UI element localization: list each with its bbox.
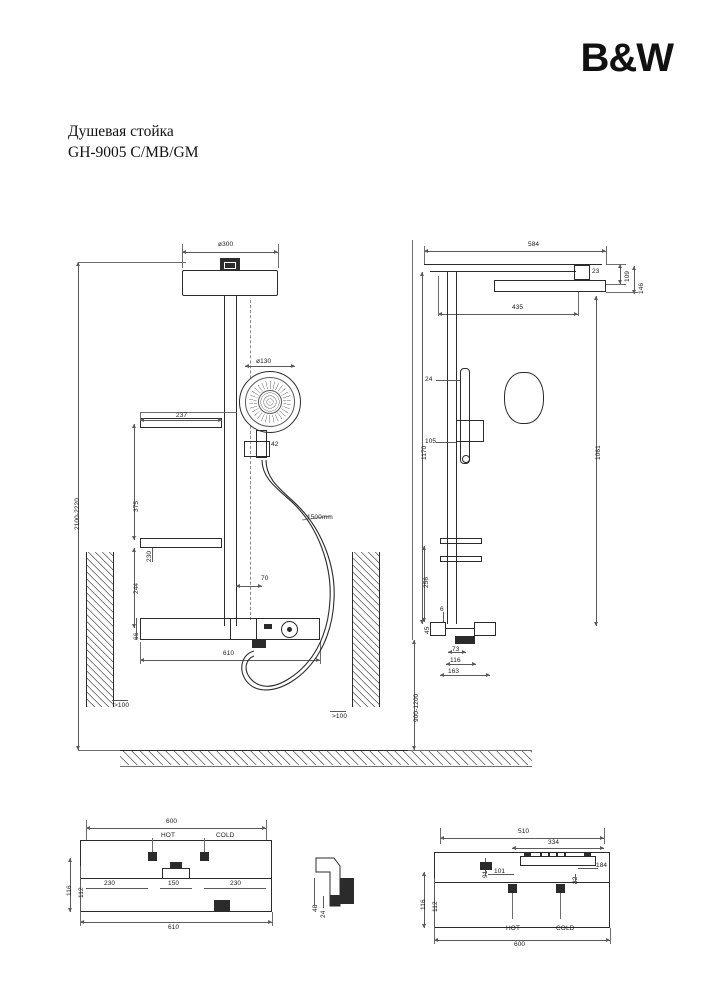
dim-plan-112: 112 <box>78 887 85 898</box>
dim-sec-334: 334 <box>548 839 560 846</box>
label-hot-section: HOT <box>506 925 521 932</box>
valve-body-side-2 <box>474 622 496 636</box>
spout-side <box>455 636 475 644</box>
hand-shower-jet-ring <box>249 381 291 423</box>
wall-hatch-left <box>86 552 114 707</box>
dim-riser-1170: 1170 <box>421 445 428 460</box>
valve-plan-center-port <box>170 862 182 868</box>
valve-divider-1 <box>230 618 231 640</box>
spout-body <box>252 640 266 648</box>
dim-sec-112: 112 <box>432 901 439 912</box>
valve-divider-2 <box>256 618 257 640</box>
dim-sec-101: 101 <box>494 868 506 875</box>
upper-shelf <box>140 418 222 428</box>
diverter-button <box>264 624 272 629</box>
dim-plan-230-right: 230 <box>230 880 242 887</box>
valve-plan-outlet <box>214 900 230 911</box>
dim-bracket-24: 24 <box>425 376 433 383</box>
dim-spout-116: 116 <box>450 657 461 664</box>
hand-shower-side <box>460 368 470 464</box>
dim-plan-116: 116 <box>66 885 73 896</box>
dim-sec-600: 600 <box>514 941 526 948</box>
upper-shelf-side <box>440 538 482 544</box>
valve-section-tick-2 <box>548 852 550 857</box>
label-hot: HOT <box>161 832 176 839</box>
overhead-head-side <box>494 280 606 292</box>
dim-shelf-244: 244 <box>133 582 140 594</box>
dim-floor-900-1200: 900-1200 <box>413 693 420 722</box>
dim-shelf-256: 256 <box>423 576 430 588</box>
dim-handshower-diameter: ø130 <box>256 358 272 365</box>
dim-shelf-upper-width: 237 <box>176 412 188 419</box>
dim-valve-6: 6 <box>440 606 444 613</box>
hand-shower-bracket-side <box>456 420 484 442</box>
dim-bar-610: 610 <box>223 650 235 657</box>
dim-spout-73: 73 <box>452 646 460 653</box>
hand-shower-inner-ring <box>245 377 295 427</box>
valve-section-knob-r <box>584 852 591 857</box>
valve-section-tick-4 <box>564 852 566 857</box>
dim-right-clearance: >100 <box>332 713 348 720</box>
cold-inlet-port <box>200 852 209 861</box>
hand-shower-head-side <box>504 372 544 424</box>
title-line-1: Душевая стойка <box>68 123 174 140</box>
wall-hatch-right <box>352 552 380 707</box>
dim-arm-584: 584 <box>528 241 540 248</box>
valve-section-outlet <box>480 862 492 870</box>
dim-shelf-375: 375 <box>133 500 140 512</box>
lower-shelf <box>140 538 222 548</box>
dim-plan-150: 150 <box>168 880 180 887</box>
dim-spout-24: 24 <box>320 910 327 918</box>
temperature-knob-center <box>287 627 292 632</box>
dim-head-146: 146 <box>638 282 645 294</box>
dim-sec-510: 510 <box>518 828 530 835</box>
hand-shower-bracket <box>244 441 270 457</box>
dim-plan-610: 610 <box>168 924 180 931</box>
valve-section-tick-3 <box>556 852 558 857</box>
page-title: Душевая стойка GH-9005 C/MB/GM <box>68 121 198 163</box>
dim-arm-435: 435 <box>512 304 524 311</box>
label-cold-section: COLD <box>556 925 575 932</box>
hand-shower-outlet-side <box>462 455 470 463</box>
dim-head-diameter: ø300 <box>218 241 234 248</box>
valve-plan-center-block <box>162 868 190 879</box>
dim-bracket-42: 42 <box>271 441 279 448</box>
hot-inlet-port <box>148 852 157 861</box>
hand-shower-handle <box>256 430 267 458</box>
dim-center-70: 70 <box>261 575 269 582</box>
dim-sec-184: 184 <box>596 862 608 869</box>
label-cold: COLD <box>216 832 235 839</box>
lower-shelf-side <box>440 556 482 562</box>
brand-logo: B&W <box>580 36 674 80</box>
dim-riser-1061: 1061 <box>595 445 602 460</box>
dim-hose-length: 1500mm <box>307 514 333 521</box>
dim-sec-116: 116 <box>420 899 427 910</box>
floor-hatch <box>120 751 532 765</box>
dim-plan-230-left: 230 <box>104 880 116 887</box>
cold-inlet-port-section <box>556 884 565 893</box>
dim-left-clearance: >100 <box>114 702 130 709</box>
dim-bracket-105: 105 <box>425 438 437 445</box>
dim-valve-45: 45 <box>424 626 431 634</box>
dim-head-23: 23 <box>592 268 600 275</box>
title-line-2: GH-9005 C/MB/GM <box>68 144 199 161</box>
valve-section-knob-l <box>524 852 531 857</box>
valve-body-side <box>430 622 446 636</box>
dim-total-height: 2100-2220 <box>74 498 81 530</box>
hot-inlet-port-section <box>508 884 517 893</box>
dim-head-109: 109 <box>624 270 631 282</box>
dim-plan-600: 600 <box>166 818 178 825</box>
dim-spout-163: 163 <box>448 668 460 675</box>
valve-section-bar <box>520 856 596 866</box>
valve-section-tick-1 <box>540 852 542 857</box>
head-neck-side <box>574 265 590 280</box>
shower-head-inner <box>224 262 236 269</box>
overhead-shower-head <box>182 270 278 296</box>
